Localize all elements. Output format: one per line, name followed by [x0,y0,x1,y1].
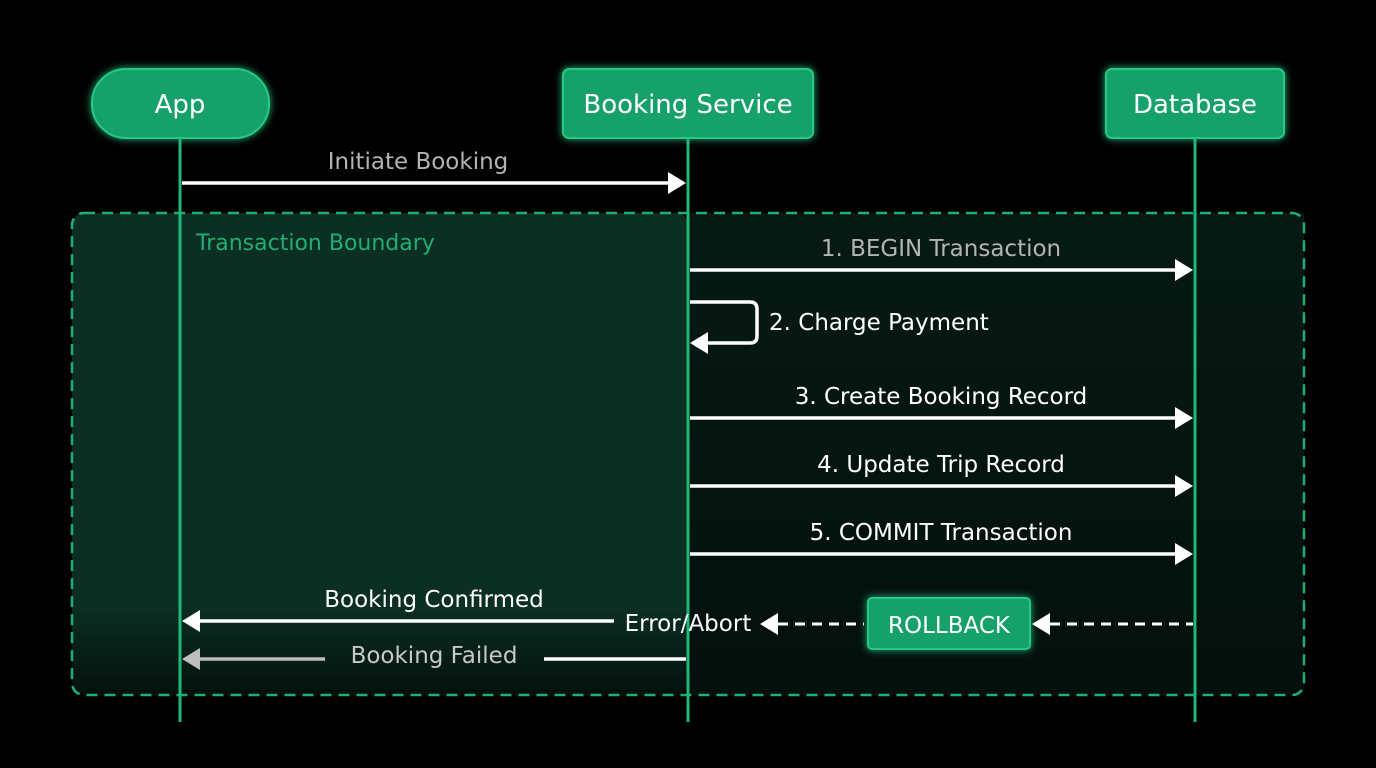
message-commit-transaction [690,543,1193,565]
boundary-fill-left [72,213,688,695]
participant-booking-service [562,68,814,139]
rollback-label: ROLLBACK [888,613,1011,639]
message-charge-payment-label: 2. Charge Payment [769,310,989,336]
message-booking-failed [182,648,686,670]
message-booking-confirmed [182,610,614,632]
error-abort-label: Error/Abort [625,611,752,637]
participant-app [91,68,270,139]
message-commit-transaction-label: 5. COMMIT Transaction [810,520,1073,546]
participant-database-label: Database [1133,90,1257,120]
message-update-trip-record-label: 4. Update Trip Record [817,452,1065,478]
message-database-to-rollback [1032,613,1193,635]
message-initiate-booking [182,172,686,194]
participant-booking-service-label: Booking Service [583,90,792,120]
message-create-booking-record-label: 3. Create Booking Record [795,384,1088,410]
message-booking-confirmed-label: Booking Confirmed [324,587,544,613]
participant-database [1105,68,1285,139]
rollback-box [867,597,1031,650]
message-booking-failed-label: Booking Failed [351,643,518,669]
message-rollback-to-error [760,613,864,635]
message-begin-transaction-label: 1. BEGIN Transaction [821,236,1061,262]
boundary-label: Transaction Boundary [195,231,435,256]
message-charge-payment [690,300,759,354]
message-update-trip-record [690,475,1193,497]
message-begin-transaction [690,259,1193,281]
participant-app-label: App [155,90,206,120]
message-initiate-booking-label: Initiate Booking [328,149,509,175]
message-create-booking-record [690,407,1193,429]
